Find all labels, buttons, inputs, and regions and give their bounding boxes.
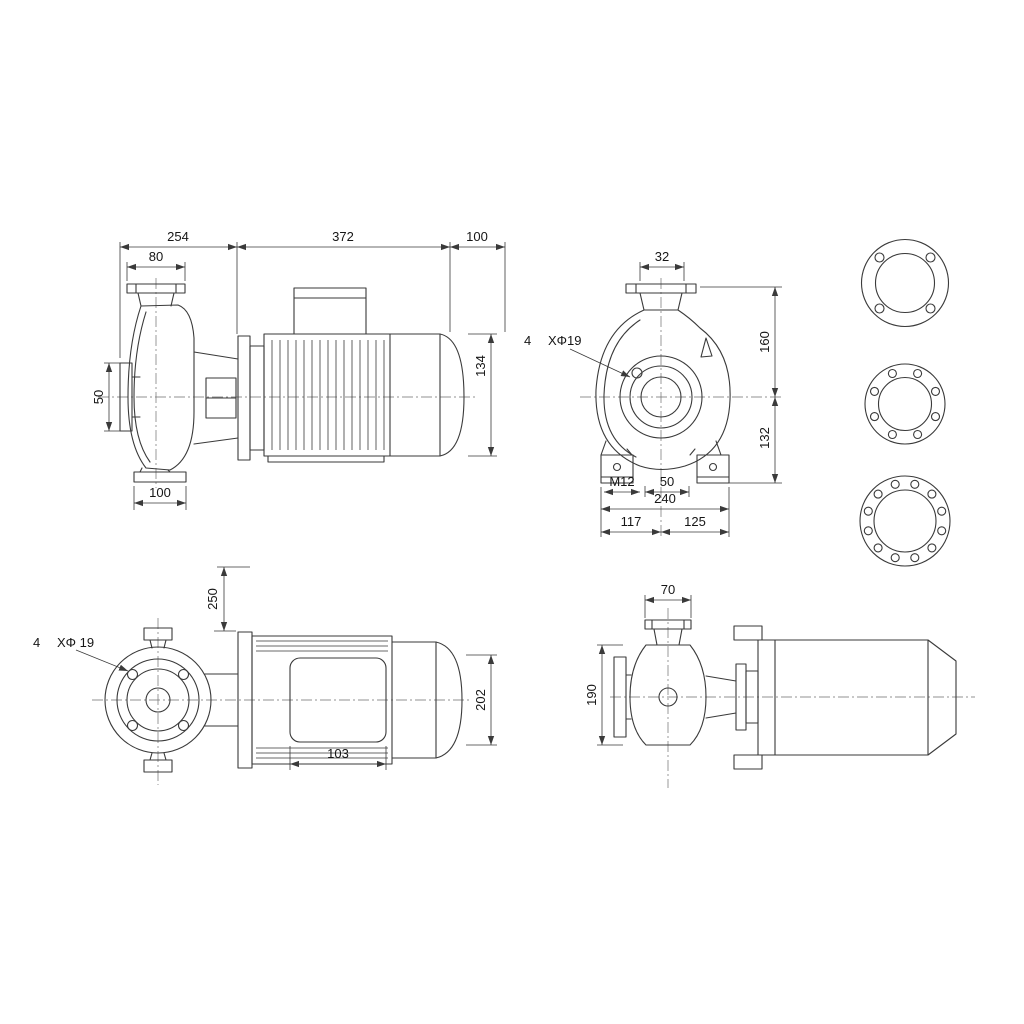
motor-body-base — [757, 639, 957, 756]
dim-label-base-span: 240 — [654, 491, 676, 506]
motor-base-rail — [267, 455, 385, 463]
dim-lower-height: 132 — [757, 397, 779, 483]
dim-label-upper-height: 160 — [757, 331, 772, 353]
dim-discharge-flange-width: 80 — [126, 249, 186, 281]
bolt-leader-line — [569, 348, 631, 378]
dim-bolt-offset: 50 — [644, 474, 690, 497]
dim-upper-height: 160 — [700, 286, 782, 484]
flange-bolt-hole — [631, 367, 643, 379]
dim-label-motor-length: 372 — [332, 229, 354, 244]
motor-side — [263, 287, 465, 463]
pump-casing-side — [119, 283, 195, 483]
front-view: 32 4 XΦ19 160 132 M12 50 240 — [524, 249, 782, 537]
dim-label-lower-height: 132 — [757, 427, 772, 449]
bolt-spec-label: XΦ19 — [548, 333, 582, 348]
dim-span-left: 117 — [601, 514, 661, 536]
pump-casing-plan — [104, 627, 239, 773]
motor-fins — [271, 340, 385, 450]
dim-label-thread: M12 — [609, 474, 634, 489]
motor-fins-plan — [256, 640, 388, 759]
flange-patterns — [859, 238, 951, 567]
pump-foot — [133, 471, 187, 483]
dim-label-pump-length: 254 — [167, 229, 189, 244]
dim-label-motor-width: 202 — [473, 689, 488, 711]
pump-casing-base — [613, 619, 707, 746]
dim-label-span-right: 125 — [684, 514, 706, 529]
motor-foot-tab-bottom — [733, 754, 763, 770]
flange-pattern-8-hole — [864, 363, 946, 445]
dim-foot-width: 100 — [133, 485, 187, 510]
motor-base — [705, 625, 957, 770]
vent-plug-mark — [700, 337, 713, 358]
bolt-leader-line-plan — [75, 649, 129, 672]
side-view: 254 372 100 80 50 134 — [91, 229, 506, 510]
dim-clearance: 250 — [205, 566, 250, 632]
dim-span-right: 125 — [661, 514, 729, 536]
dim-port-width-base: 70 — [644, 582, 692, 618]
flange-pattern-12-hole — [859, 475, 951, 567]
suction-flange-base — [613, 656, 627, 738]
plan-view: 250 4 XΦ 19 202 103 — [33, 566, 497, 785]
motor-foot-tab-top — [733, 625, 763, 641]
dim-port-width: 32 — [639, 249, 685, 281]
motor-frame-face — [289, 657, 387, 743]
dim-motor-height: 134 — [468, 333, 497, 457]
dim-label-rear-clearance: 100 — [466, 229, 488, 244]
dim-foot-thread: M12 — [604, 474, 640, 496]
dim-suction-flange-width: 50 — [91, 362, 122, 432]
dim-label-port-width-base: 70 — [661, 582, 675, 597]
dim-label-foot-width: 100 — [149, 485, 171, 500]
fan-cover — [389, 333, 465, 457]
flange-pattern-4-hole — [860, 238, 950, 328]
dim-label-port-width: 32 — [655, 249, 669, 264]
suction-flange — [119, 362, 133, 432]
motor-body — [263, 333, 391, 457]
bolt-count-label: 4 — [524, 333, 531, 348]
dim-motor-width: 202 — [466, 654, 497, 746]
bolt-count-label-plan: 4 — [33, 635, 40, 650]
bolt-spec-label-plan: XΦ 19 — [57, 635, 94, 650]
dim-rear-clearance: 100 — [450, 229, 506, 332]
bolt-callout-front: 4 XΦ19 — [524, 333, 631, 378]
dim-label-span-left: 117 — [621, 514, 642, 529]
fan-cover-plan — [391, 641, 463, 759]
dim-pump-length: 254 — [119, 229, 238, 358]
bolt-callout-plan: 4 XΦ 19 — [33, 635, 129, 672]
bearing-bracket-side — [193, 335, 265, 461]
terminal-box — [293, 287, 367, 335]
dim-motor-length: 372 — [237, 229, 451, 332]
dim-frame-length: 103 — [289, 746, 387, 770]
dim-label-bolt-offset: 50 — [660, 474, 674, 489]
volute-casing-front — [595, 283, 731, 471]
dim-label-motor-height: 134 — [473, 355, 488, 377]
dim-label-discharge-flange: 80 — [149, 249, 163, 264]
base-view: 70 190 — [584, 582, 975, 788]
dim-base-height: 190 — [584, 644, 623, 746]
dim-label-frame-length: 103 — [327, 746, 349, 761]
dim-label-suction-flange: 50 — [91, 390, 106, 404]
dim-label-clearance: 250 — [205, 588, 220, 610]
pump-feet-front — [600, 440, 730, 484]
dim-base-span: 240 — [600, 487, 730, 537]
dim-label-base-height: 190 — [584, 684, 599, 706]
